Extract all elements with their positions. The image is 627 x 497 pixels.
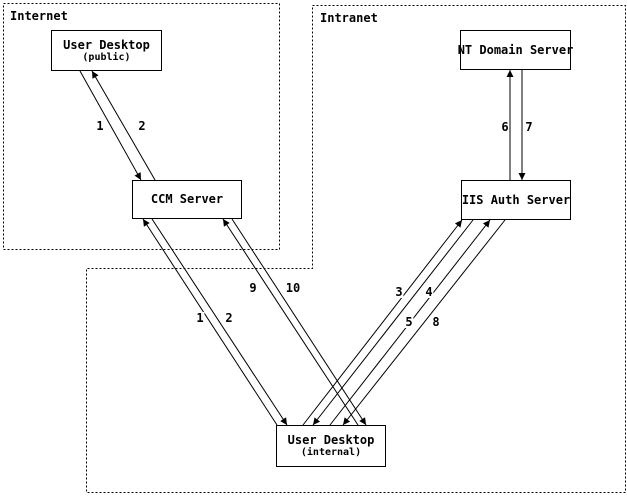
node-title: User Desktop: [287, 433, 375, 447]
flow-label-1-internal: 1: [195, 311, 205, 325]
flow-label-1-public: 1: [95, 119, 105, 133]
flow-label-9: 9: [248, 281, 258, 295]
arrow-10-ccm-to-internal-desktop: [231, 218, 367, 426]
flow-label-6: 6: [500, 120, 510, 134]
flow-label-8: 8: [431, 315, 441, 329]
node-nt-domain-server: NT Domain Server: [457, 30, 574, 70]
node-iis-auth-server: IIS Auth Server: [461, 180, 571, 220]
arrow-1-internal-desktop-to-ccm: [142, 218, 278, 426]
node-title: IIS Auth Server: [461, 192, 571, 207]
arrow-2-ccm-to-public-desktop: [91, 70, 156, 181]
flow-label-10: 10: [284, 281, 302, 295]
flow-label-7: 7: [524, 120, 534, 134]
intranet-zone-label: Intranet: [320, 11, 378, 25]
flow-label-4: 4: [424, 285, 434, 299]
flow-label-5: 5: [404, 315, 414, 329]
flow-label-2-internal: 2: [224, 311, 234, 325]
arrow-1-public-desktop-to-ccm: [79, 70, 142, 181]
flow-label-3: 3: [394, 285, 404, 299]
node-ccm-server: CCM Server: [132, 180, 242, 219]
node-user-desktop-internal: User Desktop (internal): [276, 425, 386, 467]
node-user-desktop-public: User Desktop (public): [51, 30, 162, 71]
internet-zone-label: Internet: [10, 9, 68, 23]
arrow-2-ccm-to-internal-desktop: [151, 218, 288, 426]
node-title: NT Domain Server: [457, 42, 574, 57]
node-subtitle: (internal): [300, 447, 362, 458]
internet-zone-border: [3, 3, 280, 250]
flow-label-2-public: 2: [137, 119, 147, 133]
arrow-4-iis-to-internal-desktop: [312, 219, 474, 426]
arrow-3-internal-desktop-to-iis: [302, 219, 463, 426]
intranet-zone-border: [86, 5, 626, 493]
node-title: User Desktop: [63, 37, 150, 52]
node-title: CCM Server: [150, 192, 224, 206]
arrow-8-iis-to-internal-desktop: [342, 219, 506, 426]
arrow-9-internal-desktop-to-ccm: [222, 218, 359, 426]
node-subtitle: (public): [82, 51, 131, 63]
